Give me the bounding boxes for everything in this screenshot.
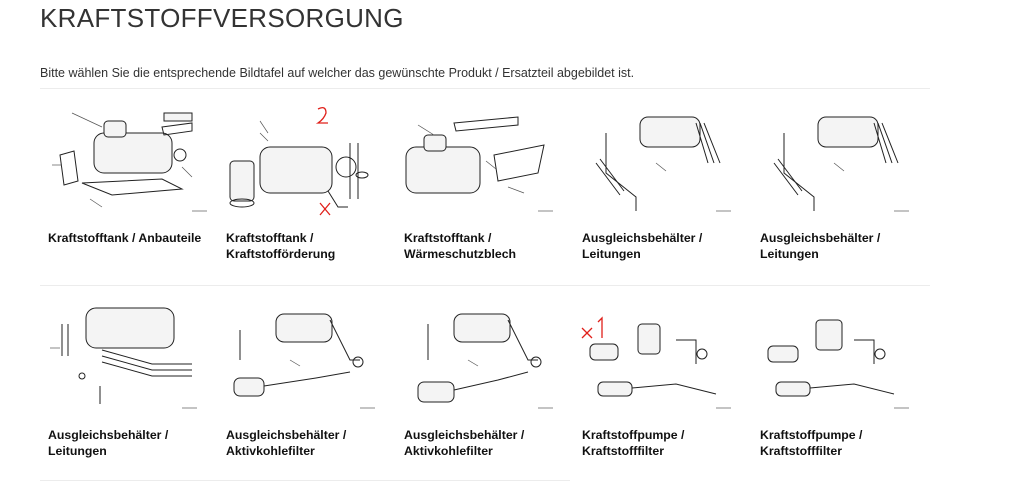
fuel-pump-diagram-image[interactable] [576, 300, 746, 418]
diagram-card-expansion-tank-lines[interactable]: Ausgleichsbehälter / Leitungen [574, 89, 752, 285]
diagram-card-caption[interactable]: Ausgleichsbehälter / Leitungen [582, 231, 703, 261]
diagram-card-fuel-tank-attachments[interactable]: Kraftstofftank / Anbauteile [40, 89, 218, 285]
fuel-delivery-diagram-image[interactable] [220, 103, 390, 221]
diagram-card-fuel-tank-heat-shield[interactable]: Kraftstofftank / Wärmeschutzblech [396, 89, 574, 285]
diagram-card-fuel-pump-filter[interactable]: Kraftstoffpumpe / Kraftstofffilter [574, 286, 752, 482]
fuel-pump-diagram-image[interactable] [754, 300, 924, 418]
grid-row-2: Ausgleichsbehälter / Leitungen Ausgleich… [40, 286, 930, 482]
page-title: KRAFTSTOFFVERSORGUNG [40, 3, 404, 33]
carbon-filter-diagram-image[interactable] [398, 300, 568, 418]
diagram-card-expansion-tank-carbon-filter[interactable]: Ausgleichsbehälter / Aktivkohlefilter [396, 286, 574, 482]
expansion-tank-diagram-image[interactable] [576, 103, 746, 221]
divider [40, 88, 930, 89]
diagram-card-fuel-tank-fuel-delivery[interactable]: Kraftstofftank / Kraftstofförderung [218, 89, 396, 285]
annotation-mark [315, 107, 328, 124]
carbon-filter-diagram-image[interactable] [220, 300, 390, 418]
diagram-card-caption[interactable]: Ausgleichsbehälter / Aktivkohlefilter [226, 428, 347, 458]
divider [40, 285, 930, 286]
diagram-card-expansion-tank-lines[interactable]: Ausgleichsbehälter / Leitungen [40, 286, 218, 482]
grid-row-1: Kraftstofftank / Anbauteile Kraftstoffta… [40, 89, 930, 285]
diagram-card-caption[interactable]: Kraftstofftank / Wärmeschutzblech [404, 231, 517, 261]
intro-text: Bitte wählen Sie die entsprechende Bildt… [40, 66, 635, 80]
diagram-card-caption[interactable]: Kraftstoffpumpe / Kraftstofffilter [760, 428, 863, 458]
diagram-card-expansion-tank-carbon-filter[interactable]: Ausgleichsbehälter / Aktivkohlefilter [218, 286, 396, 482]
diagram-card-caption[interactable]: Kraftstofftank / Anbauteile [48, 231, 202, 245]
diagram-card-fuel-pump-filter[interactable]: Kraftstoffpumpe / Kraftstofffilter [752, 286, 930, 482]
heat-shield-diagram-image[interactable] [398, 103, 568, 221]
parts-diagram-grid: Kraftstofftank / Anbauteile Kraftstoffta… [40, 88, 930, 482]
expansion-tank-diagram-image[interactable] [42, 300, 212, 418]
divider [40, 480, 570, 481]
diagram-card-caption[interactable]: Ausgleichsbehälter / Aktivkohlefilter [404, 428, 525, 458]
diagram-card-caption[interactable]: Ausgleichsbehälter / Leitungen [760, 231, 881, 261]
diagram-card-caption[interactable]: Kraftstofftank / Kraftstofförderung [226, 231, 336, 261]
diagram-card-caption[interactable]: Ausgleichsbehälter / Leitungen [48, 428, 169, 458]
expansion-tank-diagram-image[interactable] [754, 103, 924, 221]
diagram-card-expansion-tank-lines[interactable]: Ausgleichsbehälter / Leitungen [752, 89, 930, 285]
fuel-tank-diagram-image[interactable] [42, 103, 212, 221]
annotation-mark [581, 316, 603, 339]
diagram-card-caption[interactable]: Kraftstoffpumpe / Kraftstofffilter [582, 428, 685, 458]
